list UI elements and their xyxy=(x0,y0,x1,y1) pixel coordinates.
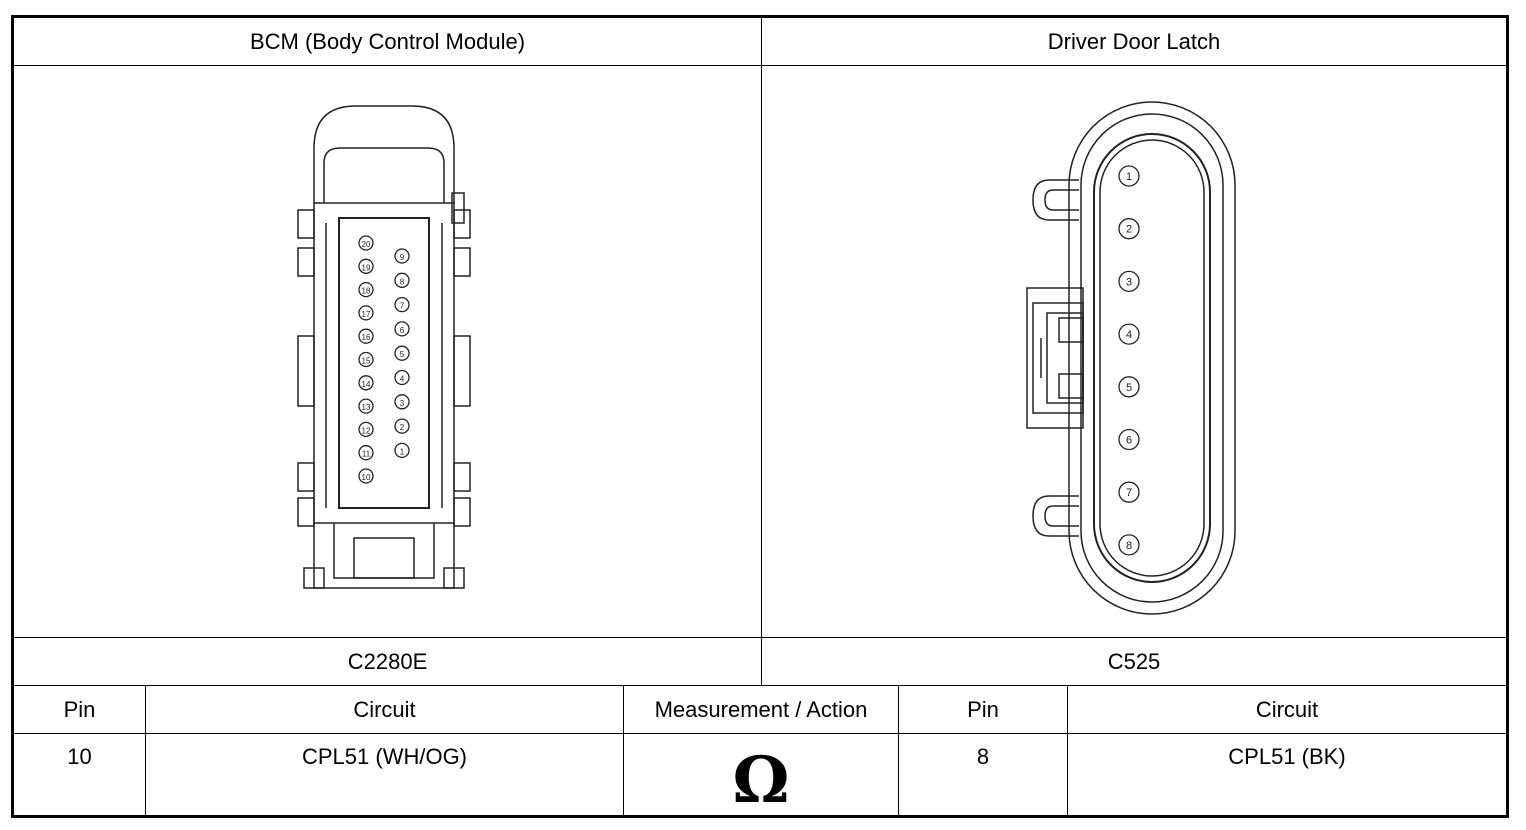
bcm-pin: 2 xyxy=(394,418,410,434)
latch-pin: 7 xyxy=(1118,481,1140,503)
pin-number: 5 xyxy=(1126,382,1132,394)
grid-line xyxy=(145,685,146,815)
pin-number: 19 xyxy=(362,263,371,272)
pin-number: 6 xyxy=(400,326,405,335)
pin-number: 8 xyxy=(400,277,405,286)
grid-line xyxy=(761,18,762,685)
bcm-pin: 8 xyxy=(394,272,410,288)
latch-pin: 8 xyxy=(1118,534,1140,556)
grid-line xyxy=(14,65,1506,66)
row-pin-right: 8 xyxy=(976,744,990,769)
bcm-pin: 10 xyxy=(358,468,374,484)
pin-number: 1 xyxy=(1126,171,1132,183)
latch-pin: 2 xyxy=(1118,218,1140,240)
bcm-pin: 3 xyxy=(394,394,410,410)
pin-number: 14 xyxy=(362,380,371,389)
bcm-connector-drawing: 20 19 18 17 16 15 14 13 12 11 10 9 8 7 6 5 4 3 2 1 xyxy=(297,105,471,589)
bcm-pin: 4 xyxy=(394,369,410,386)
pin-number: 3 xyxy=(400,399,405,408)
bcm-pin: 18 xyxy=(358,281,374,298)
pin-number: 2 xyxy=(1126,224,1132,236)
row-pin-left: 10 xyxy=(67,744,92,769)
latch-pin: 3 xyxy=(1118,270,1140,293)
grid-line xyxy=(623,685,624,815)
pin-number: 7 xyxy=(1126,487,1132,499)
bcm-pin: 1 xyxy=(394,442,410,459)
bcm-pin: 6 xyxy=(394,321,410,337)
pin-number: 1 xyxy=(400,447,405,456)
pinout-sheet: BCM (Body Control Module) Driver Door La… xyxy=(11,15,1509,818)
pin-number: 20 xyxy=(362,240,371,249)
pin-number: 5 xyxy=(400,350,405,359)
header-measurement: Measurement / Action xyxy=(654,697,868,722)
bcm-pin: 12 xyxy=(358,421,374,438)
header-pin-right: Pin xyxy=(967,697,999,722)
door-latch-connector-drawing: 1 2 3 4 5 6 7 8 xyxy=(1026,101,1236,615)
pin-number: 6 xyxy=(1126,435,1132,447)
latch-pin: 6 xyxy=(1118,428,1140,451)
latch-pin: 1 xyxy=(1118,165,1140,187)
pin-number: 8 xyxy=(1126,540,1132,552)
latch-pin: 5 xyxy=(1118,376,1140,398)
bcm-pin: 14 xyxy=(358,375,374,391)
right-module-title: Driver Door Latch xyxy=(1047,29,1221,54)
pin-number: 13 xyxy=(362,403,371,412)
grid-line xyxy=(14,733,1506,734)
bcm-pin: 15 xyxy=(358,351,374,368)
pin-number: 3 xyxy=(1126,276,1132,288)
pin-number: 4 xyxy=(1126,329,1132,341)
pin-number: 4 xyxy=(400,375,405,384)
pin-number: 7 xyxy=(400,302,405,311)
bcm-pin: 13 xyxy=(358,398,374,414)
pin-number: 16 xyxy=(362,333,371,342)
pin-number: 2 xyxy=(400,423,405,432)
grid-line xyxy=(1067,685,1068,815)
left-connector-id: C2280E xyxy=(347,649,428,674)
bcm-pin: 5 xyxy=(394,345,410,361)
grid-line xyxy=(14,685,1506,686)
pin-number: 15 xyxy=(362,357,371,366)
pin-number: 9 xyxy=(400,253,405,262)
bcm-pin: 16 xyxy=(358,328,374,344)
ohm-icon: Ω xyxy=(732,742,790,818)
pin-number: 17 xyxy=(362,310,371,319)
left-module-title: BCM (Body Control Module) xyxy=(249,29,526,54)
bcm-pin: 19 xyxy=(358,258,374,274)
grid-line xyxy=(898,685,899,815)
header-circuit-left: Circuit xyxy=(353,697,416,722)
bcm-pin: 9 xyxy=(394,248,410,264)
pin-number: 12 xyxy=(362,426,371,435)
header-pin-left: Pin xyxy=(63,697,96,722)
bcm-pin: 11 xyxy=(358,445,374,461)
latch-pin: 4 xyxy=(1118,323,1140,345)
right-connector-id: C525 xyxy=(1107,649,1161,674)
pin-number: 10 xyxy=(362,473,371,482)
bcm-pin: 7 xyxy=(394,296,410,313)
header-circuit-right: Circuit xyxy=(1255,697,1319,722)
pin-number: 18 xyxy=(362,287,371,296)
bcm-pin: 20 xyxy=(358,235,374,251)
pin-number: 11 xyxy=(362,450,371,459)
row-measurement: Ω xyxy=(624,734,898,815)
bcm-pin: 17 xyxy=(358,305,374,321)
row-circuit-right: CPL51 (BK) xyxy=(1228,744,1346,769)
grid-line xyxy=(14,637,1506,638)
row-circuit-left: CPL51 (WH/OG) xyxy=(301,744,468,769)
